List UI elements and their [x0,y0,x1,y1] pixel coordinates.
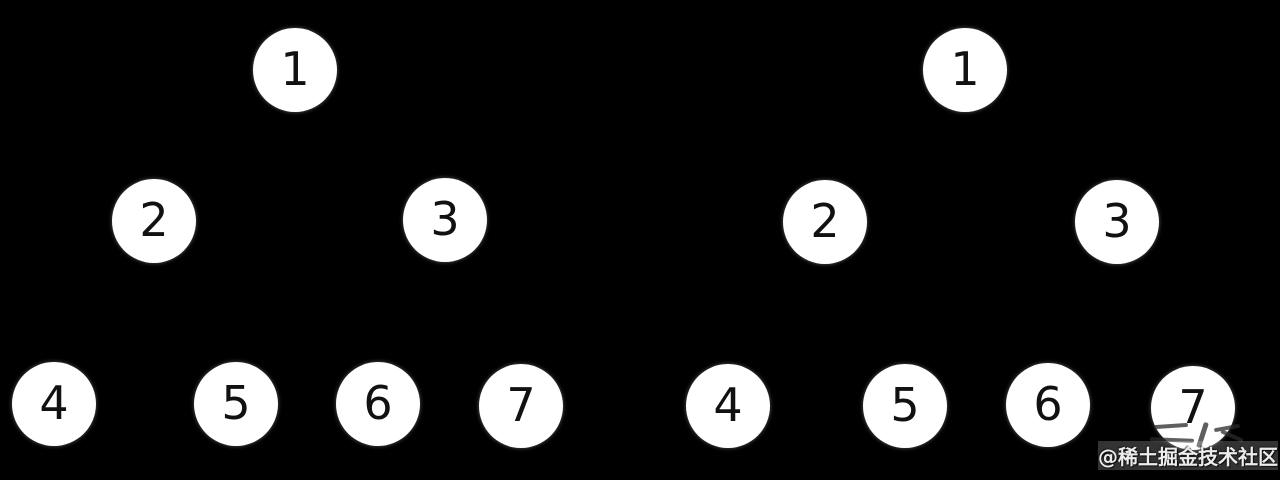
juejin-watermark: @稀土掘金技术社区 [1098,441,1278,470]
tree-node-label: 2 [139,193,169,247]
tree-node: 7 [1151,366,1235,450]
tree-node: 2 [783,180,867,264]
tree-node: 1 [923,28,1007,112]
tree-node: 4 [12,362,96,446]
tree-node: 6 [336,362,420,446]
tree-node-label: 4 [713,378,743,432]
tree-node-label: 3 [1102,194,1132,248]
tree-node-label: 1 [280,42,310,96]
watermark-text: @稀土掘金技术社区 [1098,445,1278,469]
tree-node: 2 [112,179,196,263]
tree-node: 3 [1075,180,1159,264]
tree-node: 5 [194,362,278,446]
tree-node-label: 4 [39,376,69,430]
tree-node-label: 5 [890,378,920,432]
tree-node: 6 [1006,363,1090,447]
tree-node-label: 5 [221,376,251,430]
tree-node-label: 3 [430,192,460,246]
tree-node-label: 6 [363,376,393,430]
tree-node-label: 7 [506,378,536,432]
tree-node: 4 [686,364,770,448]
tree-node-label: 1 [950,42,980,96]
tree-node: 7 [479,364,563,448]
tree-node: 3 [403,178,487,262]
tree-node: 5 [863,364,947,448]
tree-node: 1 [253,28,337,112]
tree-node-label: 6 [1033,377,1063,431]
smudge-stroke [1153,422,1189,430]
tree-node-label: 2 [810,194,840,248]
